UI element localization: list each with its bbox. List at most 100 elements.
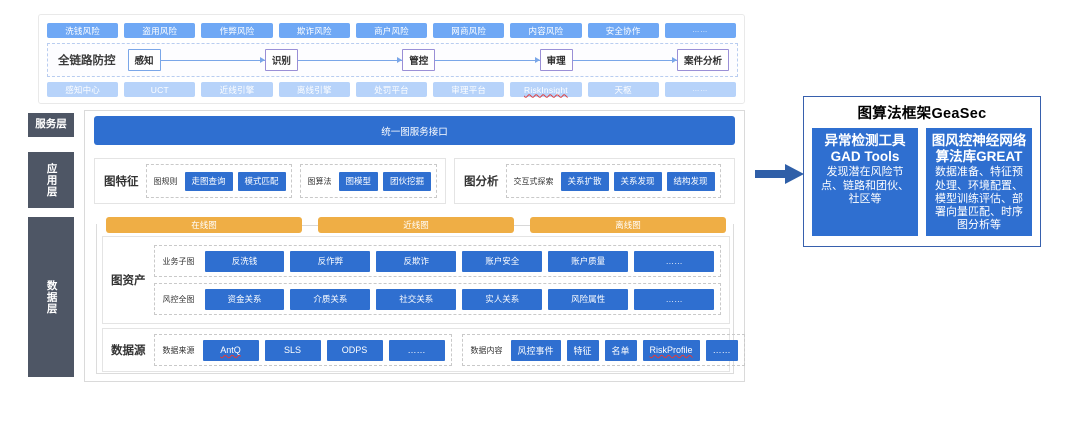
risk-chip[interactable]: 商户风险 xyxy=(355,23,428,38)
flow-arrow-icon xyxy=(160,57,266,63)
data-content-label: 数据内容 xyxy=(470,345,503,355)
asset-account-quality[interactable]: 账户质量 xyxy=(548,250,629,272)
risk-chip[interactable]: 盗用风险 xyxy=(124,23,196,38)
flow-node-identify[interactable]: 识别 xyxy=(264,49,298,71)
business-subgraph-row: 业务子图 反洗钱 反作弊 反欺诈 账户安全 账户质量 …… xyxy=(153,245,721,277)
btn-structure-discovery[interactable]: 结构发现 xyxy=(666,171,715,191)
graph-analysis-card: 图分析 交互式探索 关系扩散 关系发现 结构发现 xyxy=(454,158,735,204)
mode-connector xyxy=(302,224,318,226)
asset-real-person-relation[interactable]: 实人关系 xyxy=(462,288,543,310)
application-layer-row: 图特征 图规则 走图查询 模式匹配 图算法 图模型 团伙挖掘 图分析 交互式探索… xyxy=(94,158,735,204)
system-chip-more[interactable]: …… xyxy=(664,82,736,97)
geasec-title: 图算法框架GeaSec xyxy=(857,106,987,122)
graph-analysis-title: 图分析 xyxy=(464,176,499,188)
left-architecture-panel: 洗钱风险 盗用风险 作弊风险 欺诈风险 商户风险 网商风险 内容风险 安全协作 … xyxy=(28,14,745,382)
risk-chip[interactable]: 欺诈风险 xyxy=(278,23,350,38)
graph-mode-nearline[interactable]: 近线图 xyxy=(318,217,514,233)
data-layer-bracket xyxy=(96,224,734,374)
btn-relation-discovery[interactable]: 关系发现 xyxy=(613,171,662,191)
risk-chip[interactable]: 网商风险 xyxy=(433,23,505,38)
risk-chip[interactable]: 作弊风险 xyxy=(201,23,273,38)
flow-steps: 感知 识别 管控 审理 案件分析 xyxy=(127,49,738,71)
flow-arrow-icon xyxy=(572,57,678,63)
asset-more[interactable]: …… xyxy=(634,288,715,310)
asset-account-security[interactable]: 账户安全 xyxy=(462,250,543,272)
system-chip[interactable]: 审理平台 xyxy=(433,82,505,97)
btn-gang-mining[interactable]: 团伙挖掘 xyxy=(383,171,432,191)
source-antq[interactable]: AntQ xyxy=(202,339,259,361)
flow-arrow-icon xyxy=(435,57,540,63)
risk-full-graph-label: 风控全图 xyxy=(162,294,195,304)
source-more[interactable]: …… xyxy=(388,339,445,361)
graph-mode-online[interactable]: 在线图 xyxy=(106,217,302,233)
system-chip-row: 感知中心 UCT 近线引擎 离线引擎 处罚平台 审理平台 RiskInsight… xyxy=(47,82,736,97)
great-headline: 图风控神经网络 xyxy=(931,133,1027,148)
risk-full-graph-row: 风控全图 资金关系 介质关系 社交关系 实人关系 风险属性 …… xyxy=(153,283,721,315)
asset-risk-attribute[interactable]: 风险属性 xyxy=(548,288,629,310)
graph-feature-title: 图特征 xyxy=(104,176,139,188)
graph-asset-rows: 业务子图 反洗钱 反作弊 反欺诈 账户安全 账户质量 …… 风控全图 资金关系 … xyxy=(153,245,730,315)
layer-label-data-text: 数据层 xyxy=(45,279,58,315)
layer-label-service: 服务层 xyxy=(28,113,74,137)
asset-social-relation[interactable]: 社交关系 xyxy=(376,288,457,310)
source-odps[interactable]: ODPS xyxy=(326,339,383,361)
asset-fund-relation[interactable]: 资金关系 xyxy=(204,288,285,310)
data-source-title: 数据源 xyxy=(111,345,146,357)
flow-node-perceive[interactable]: 感知 xyxy=(127,49,161,71)
graph-asset-title: 图资产 xyxy=(111,275,146,287)
content-riskprofile[interactable]: RiskProfile xyxy=(642,339,700,361)
asset-more[interactable]: …… xyxy=(634,250,715,272)
data-origin-group: 数据来源 AntQ SLS ODPS …… xyxy=(153,334,452,366)
unified-graph-service-bar[interactable]: 统一图服务接口 xyxy=(94,116,735,145)
risk-chip[interactable]: 洗钱风险 xyxy=(47,23,119,38)
system-chip[interactable]: 离线引擎 xyxy=(278,82,350,97)
gad-tools-headline: 异常检测工具 xyxy=(824,133,906,148)
risk-chip-more[interactable]: …… xyxy=(664,23,736,38)
geasec-panel: 图算法框架GeaSec 异常检测工具 GAD Tools 发现潜在风险节点、链路… xyxy=(803,96,1041,247)
risk-chip[interactable]: 内容风险 xyxy=(510,23,582,38)
interactive-exploration-group: 交互式探索 关系扩散 关系发现 结构发现 xyxy=(505,164,721,198)
flow-title: 全链路防控 xyxy=(58,55,116,67)
geasec-cards: 异常检测工具 GAD Tools 发现潜在风险节点、链路和团伙、社区等 图风控神… xyxy=(804,123,1040,244)
btn-pattern-match[interactable]: 模式匹配 xyxy=(237,171,286,191)
system-chip[interactable]: 处罚平台 xyxy=(355,82,428,97)
system-chip[interactable]: 感知中心 xyxy=(47,82,119,97)
graph-mode-offline[interactable]: 离线图 xyxy=(530,217,726,233)
btn-walk-query[interactable]: 走图查询 xyxy=(184,171,233,191)
system-chip-riskinsight[interactable]: RiskInsight xyxy=(510,82,582,97)
content-list[interactable]: 名单 xyxy=(604,339,637,361)
great-card[interactable]: 图风控神经网络 算法库GREAT 数据准备、特征预处理、环境配置、模型训练评估、… xyxy=(926,128,1032,236)
layer-label-service-text: 服务层 xyxy=(35,118,67,131)
source-sls[interactable]: SLS xyxy=(264,339,321,361)
interactive-exploration-label: 交互式探索 xyxy=(513,176,554,186)
content-risk-event[interactable]: 风控事件 xyxy=(510,339,561,361)
system-chip[interactable]: 近线引擎 xyxy=(201,82,273,97)
risk-chain-card: 洗钱风险 盗用风险 作弊风险 欺诈风险 商户风险 网商风险 内容风险 安全协作 … xyxy=(38,14,745,104)
layer-label-data: 数据层 xyxy=(28,217,74,377)
mode-connector xyxy=(514,224,530,226)
asset-anti-money-laundering[interactable]: 反洗钱 xyxy=(204,250,285,272)
system-chip[interactable]: UCT xyxy=(124,82,196,97)
flow-arrow-icon xyxy=(297,57,403,63)
graph-algorithm-label: 图算法 xyxy=(307,176,332,186)
flow-node-control[interactable]: 管控 xyxy=(402,49,436,71)
full-chain-flow: 全链路防控 感知 识别 管控 审理 案件分析 xyxy=(47,43,738,77)
gad-tools-card[interactable]: 异常检测工具 GAD Tools 发现潜在风险节点、链路和团伙、社区等 xyxy=(812,128,918,236)
content-feature[interactable]: 特征 xyxy=(566,339,599,361)
great-headline-en: 算法库GREAT xyxy=(935,149,1023,165)
asset-anti-cheating[interactable]: 反作弊 xyxy=(290,250,371,272)
btn-graph-model[interactable]: 图模型 xyxy=(338,171,379,191)
asset-medium-relation[interactable]: 介质关系 xyxy=(290,288,371,310)
graph-rule-label: 图规则 xyxy=(153,176,178,186)
risk-chip-row: 洗钱风险 盗用风险 作弊风险 欺诈风险 商户风险 网商风险 内容风险 安全协作 … xyxy=(47,23,736,38)
right-arrow-icon xyxy=(755,164,804,184)
content-more[interactable]: …… xyxy=(705,339,738,361)
risk-chip[interactable]: 安全协作 xyxy=(587,23,659,38)
asset-anti-fraud[interactable]: 反欺诈 xyxy=(376,250,457,272)
flow-node-case-analysis[interactable]: 案件分析 xyxy=(677,49,730,71)
graph-feature-card: 图特征 图规则 走图查询 模式匹配 图算法 图模型 团伙挖掘 xyxy=(94,158,446,204)
data-source-groups: 数据来源 AntQ SLS ODPS …… 数据内容 风控事件 特征 名单 Ri… xyxy=(153,334,753,366)
system-chip[interactable]: 天枢 xyxy=(587,82,659,97)
flow-node-review[interactable]: 审理 xyxy=(539,49,573,71)
btn-relation-diffusion[interactable]: 关系扩散 xyxy=(560,171,609,191)
